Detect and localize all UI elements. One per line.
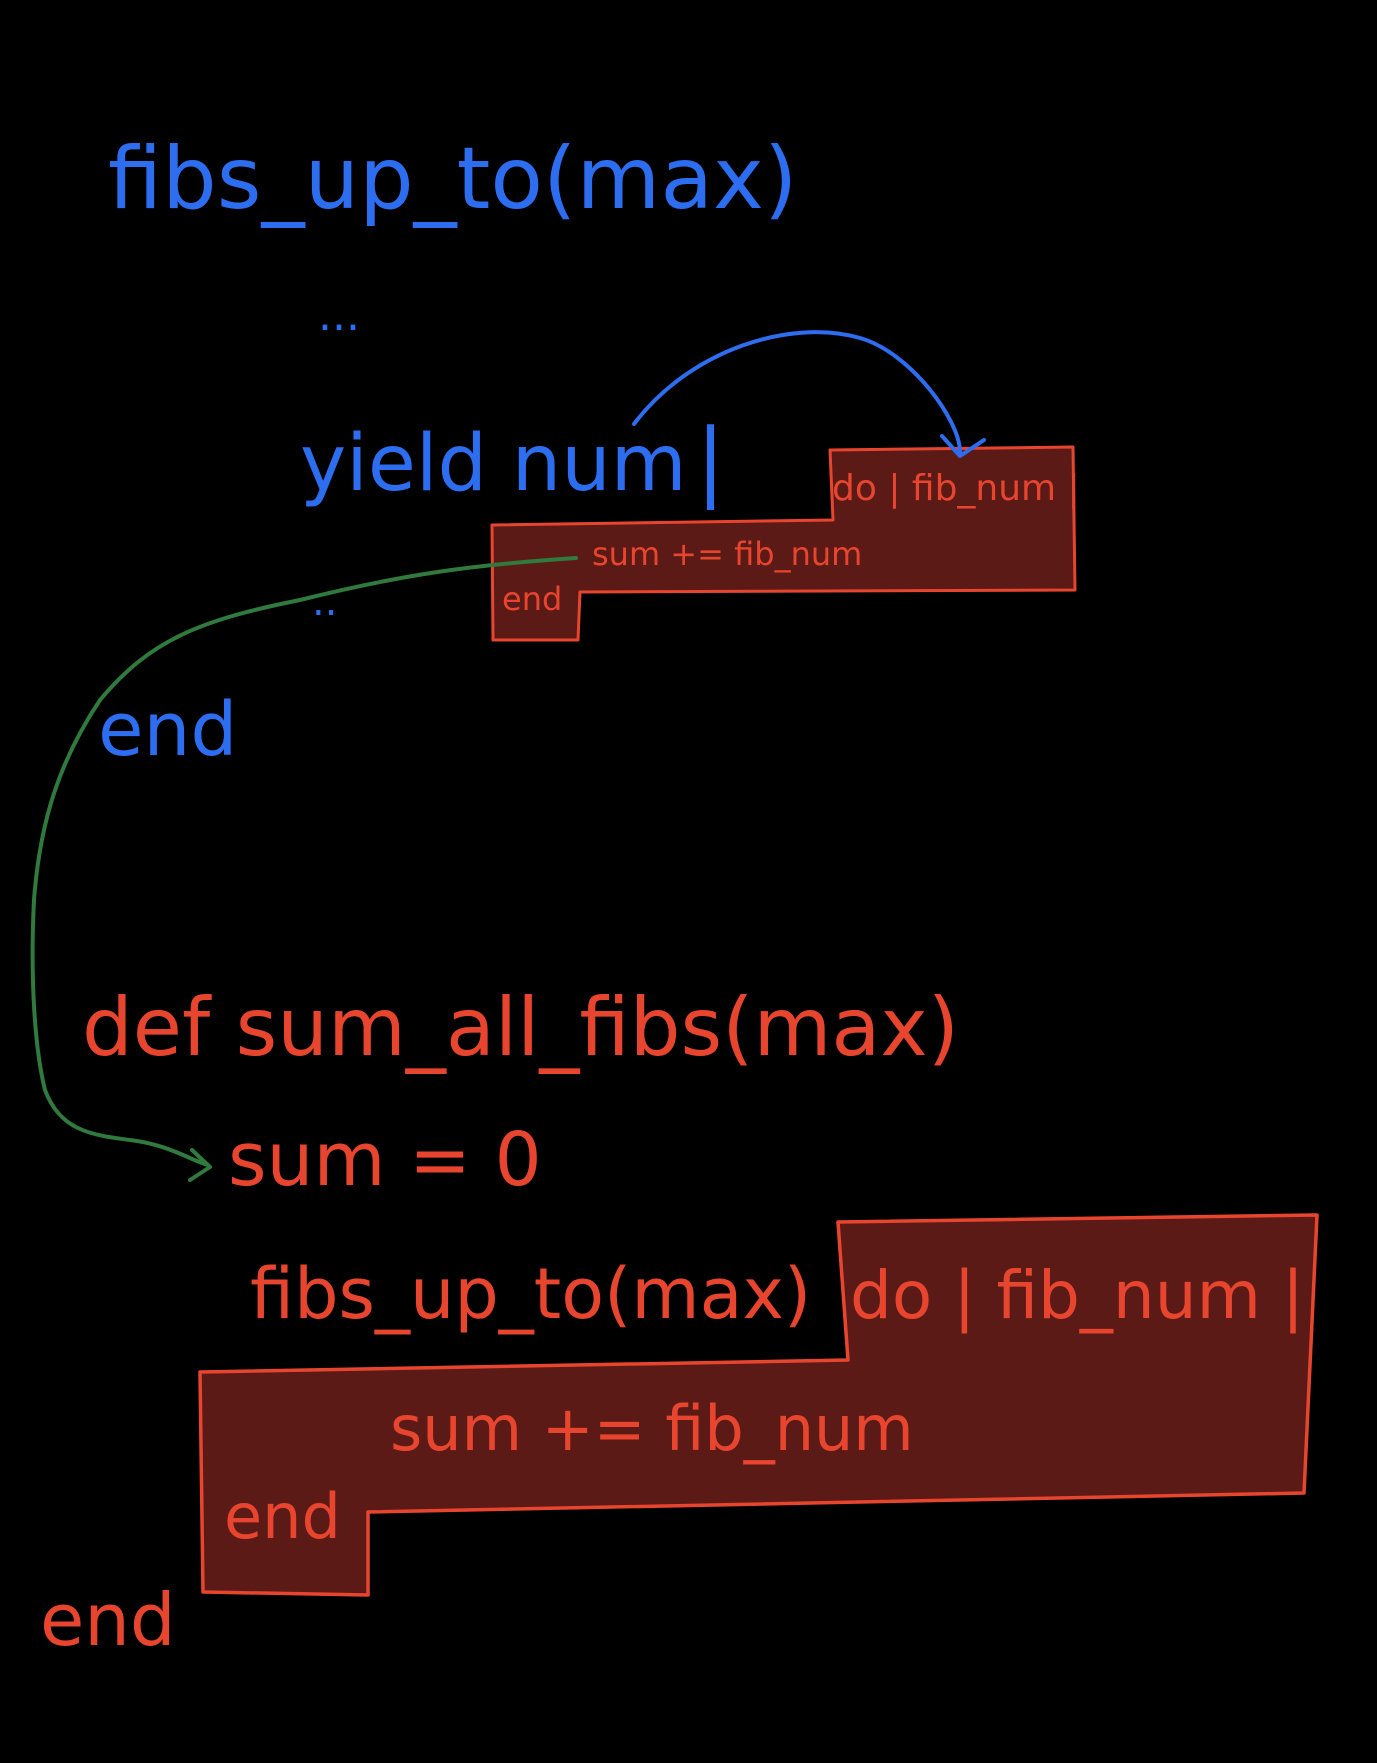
fibs-call: fibs_up_to(max): [250, 1253, 811, 1335]
top-function-end: end: [98, 687, 237, 773]
bottom-ellipsis: ..: [312, 579, 337, 625]
yield-arrow: [632, 330, 962, 454]
yield-arrow-head: [940, 434, 986, 458]
small-block-body: sum += fib_num: [592, 535, 862, 573]
big-block-shape: [198, 1213, 1319, 1597]
small-block-header: do | fib_num |: [832, 468, 1080, 509]
big-block-body: sum += fib_num: [390, 1392, 914, 1465]
big-block-header: do | fib_num |: [850, 1257, 1304, 1334]
small-block-shape: [490, 445, 1077, 642]
green-arrow-head: [188, 1148, 212, 1182]
bottom-function-end: end: [40, 1578, 176, 1662]
big-block-end: end: [224, 1480, 341, 1553]
top-ellipsis: ...: [318, 290, 360, 341]
yield-bar: |: [696, 411, 725, 511]
green-return-arrow: [30, 556, 578, 1167]
small-block-end: end: [502, 580, 562, 618]
sum-init: sum = 0: [228, 1117, 542, 1203]
bottom-function-signature: def sum_all_fibs(max): [82, 981, 959, 1074]
top-function-signature: fibs_up_to(max): [108, 129, 797, 229]
yield-line: yield num: [300, 419, 687, 509]
